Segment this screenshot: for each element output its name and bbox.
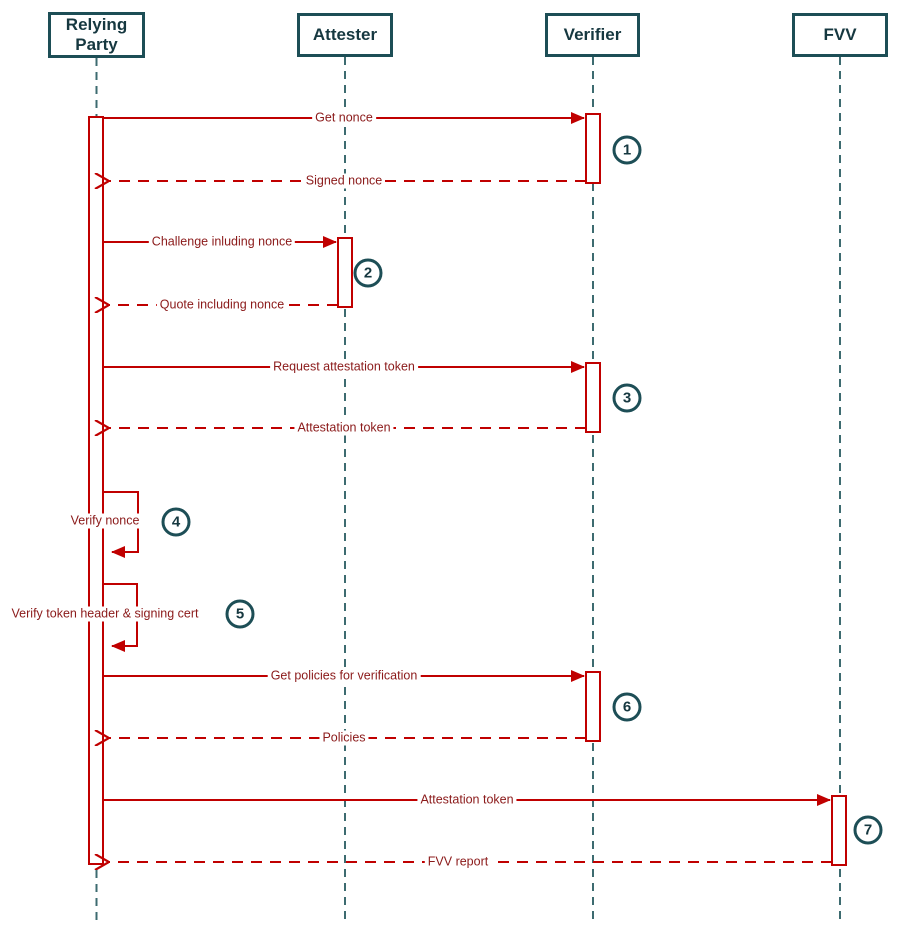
step-badge-1: 1: [612, 135, 642, 165]
message-6-return-label: Policies: [319, 730, 369, 746]
message-6-call-label: Get policies for verification: [267, 668, 421, 684]
step-badge-4: 4: [161, 507, 191, 537]
self-message-5-label: Verify token header & signing cert: [8, 606, 202, 622]
activation-verifier-step6: [585, 671, 601, 742]
activation-relying-party-main: [88, 116, 104, 865]
activation-verifier-step1: [585, 113, 601, 184]
step-badge-7: 7: [853, 815, 883, 845]
actor-relying-party-label-line1: Relying: [65, 15, 128, 34]
actor-attester-label: Attester: [312, 25, 378, 44]
actor-relying-party: Relying Party: [48, 12, 145, 58]
actor-fvv-label: FVV: [823, 25, 857, 44]
self-message-4-label: Verify nonce: [67, 513, 143, 529]
actor-verifier-label: Verifier: [563, 25, 622, 44]
message-3-call-label: Request attestation token: [270, 359, 418, 375]
actor-fvv: FVV: [792, 13, 888, 57]
message-3-return-label: Attestation token: [294, 420, 394, 436]
message-2-return-label: Quote including nonce: [156, 297, 288, 313]
message-2-call-label: Challenge inluding nonce: [148, 234, 296, 250]
activation-fvv-step7: [831, 795, 847, 866]
message-7-return-label: FVV report: [424, 854, 492, 870]
step-badge-5: 5: [225, 599, 255, 629]
actor-verifier: Verifier: [545, 13, 640, 57]
step-badge-3: 3: [612, 383, 642, 413]
activation-attester-step2: [337, 237, 353, 308]
message-1-call-label: Get nonce: [312, 110, 376, 126]
step-badge-6: 6: [612, 692, 642, 722]
actor-relying-party-label-line2: Party: [75, 35, 118, 54]
message-1-return-label: Signed nonce: [302, 173, 386, 189]
activation-verifier-step3: [585, 362, 601, 433]
step-badge-2: 2: [353, 258, 383, 288]
actor-attester: Attester: [297, 13, 393, 57]
message-7-call-label: Attestation token: [417, 792, 517, 808]
